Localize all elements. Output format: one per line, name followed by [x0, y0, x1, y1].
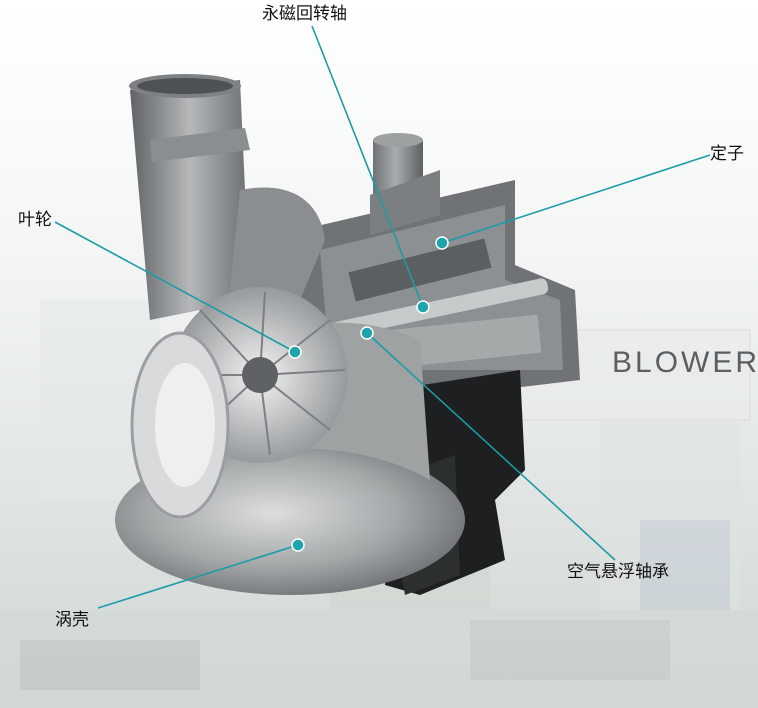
callout-dots — [288, 236, 449, 552]
volute-leader — [97, 544, 299, 609]
impeller-label: 叶轮 — [18, 210, 52, 230]
blower-machine — [115, 74, 580, 595]
stator-label: 定子 — [710, 144, 744, 164]
impeller-dot — [288, 345, 302, 359]
stator-leader — [441, 154, 711, 244]
air-bearing-label: 空气悬浮轴承 — [567, 562, 669, 582]
volute-label: 涡壳 — [55, 610, 89, 630]
stator — [348, 238, 492, 302]
volute-dot — [291, 538, 305, 552]
rotor-shaft — [331, 278, 549, 338]
magnet-shaft-leader — [311, 25, 424, 308]
magnet-shaft-dot — [416, 300, 430, 314]
air-bearing-leader — [366, 332, 616, 561]
magnet-shaft-label: 永磁回转轴 — [262, 4, 347, 24]
impeller-leader — [54, 221, 296, 353]
stator-dot — [435, 236, 449, 250]
background-sign-text: BLOWER — [612, 346, 758, 379]
callout-lines — [54, 25, 711, 609]
air-bearing-dot — [360, 326, 374, 340]
